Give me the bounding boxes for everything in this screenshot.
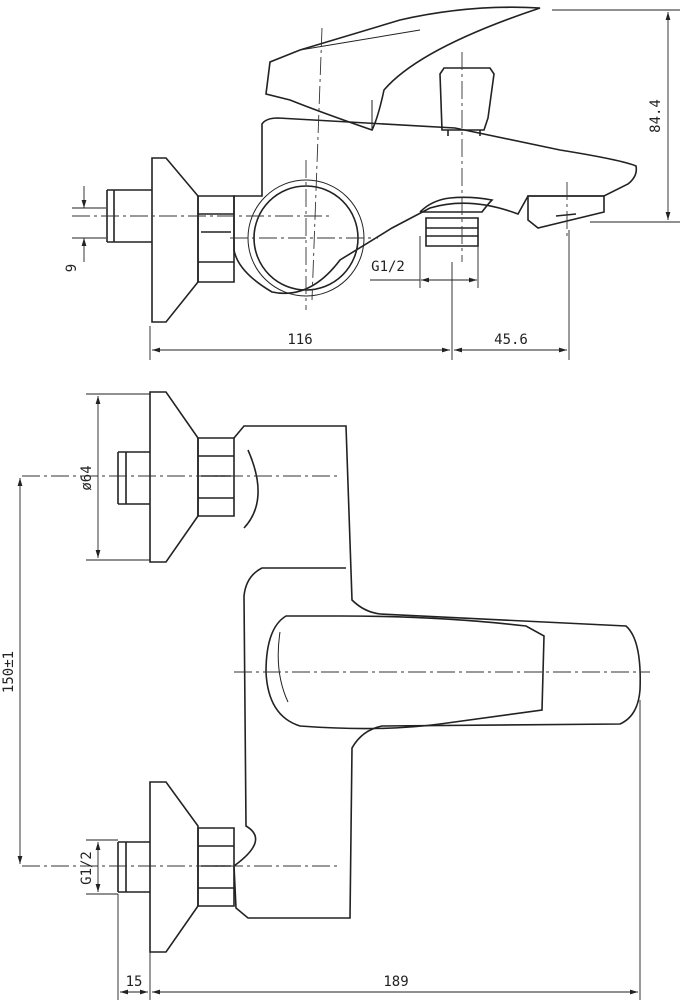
dim-pipe-offset: 9: [64, 264, 80, 272]
front-lower-flange: [149, 781, 199, 953]
dim-height-outlet: 84.4: [648, 99, 664, 133]
dim-diverter-to-spout: 45.6: [494, 332, 528, 348]
side-spout-outlet: [527, 195, 605, 229]
side-body: [233, 117, 638, 295]
front-body: [233, 425, 642, 919]
side-inlet-pipe: [106, 189, 152, 243]
dim-centre-distance: 150±1: [1, 651, 17, 693]
dim-shower-thread: G1/2: [371, 259, 405, 275]
dim-flange-diameter: ø64: [79, 465, 95, 490]
dim-wall-to-diverter: 116: [287, 332, 312, 348]
side-lever: [265, 6, 541, 131]
front-lower-nut: [197, 827, 235, 907]
side-wall-flange: [151, 157, 199, 323]
side-diverter-knob: [439, 67, 495, 136]
front-lever: [265, 615, 545, 730]
dim-inlet-thread: G1/2: [79, 851, 95, 885]
side-hex-nut: [197, 195, 235, 283]
front-view: ø64 150±1 G1/2 15 189: [1, 391, 650, 1000]
front-lower-pipe: [117, 841, 150, 893]
side-view: 84.4 9 G1/2 116 45.6: [64, 6, 680, 360]
front-upper-flange: [149, 391, 199, 563]
front-upper-pipe: [117, 451, 150, 505]
dim-total-length: 189: [383, 974, 408, 990]
front-upper-nut: [197, 437, 235, 517]
dim-inlet-length: 15: [126, 974, 143, 990]
